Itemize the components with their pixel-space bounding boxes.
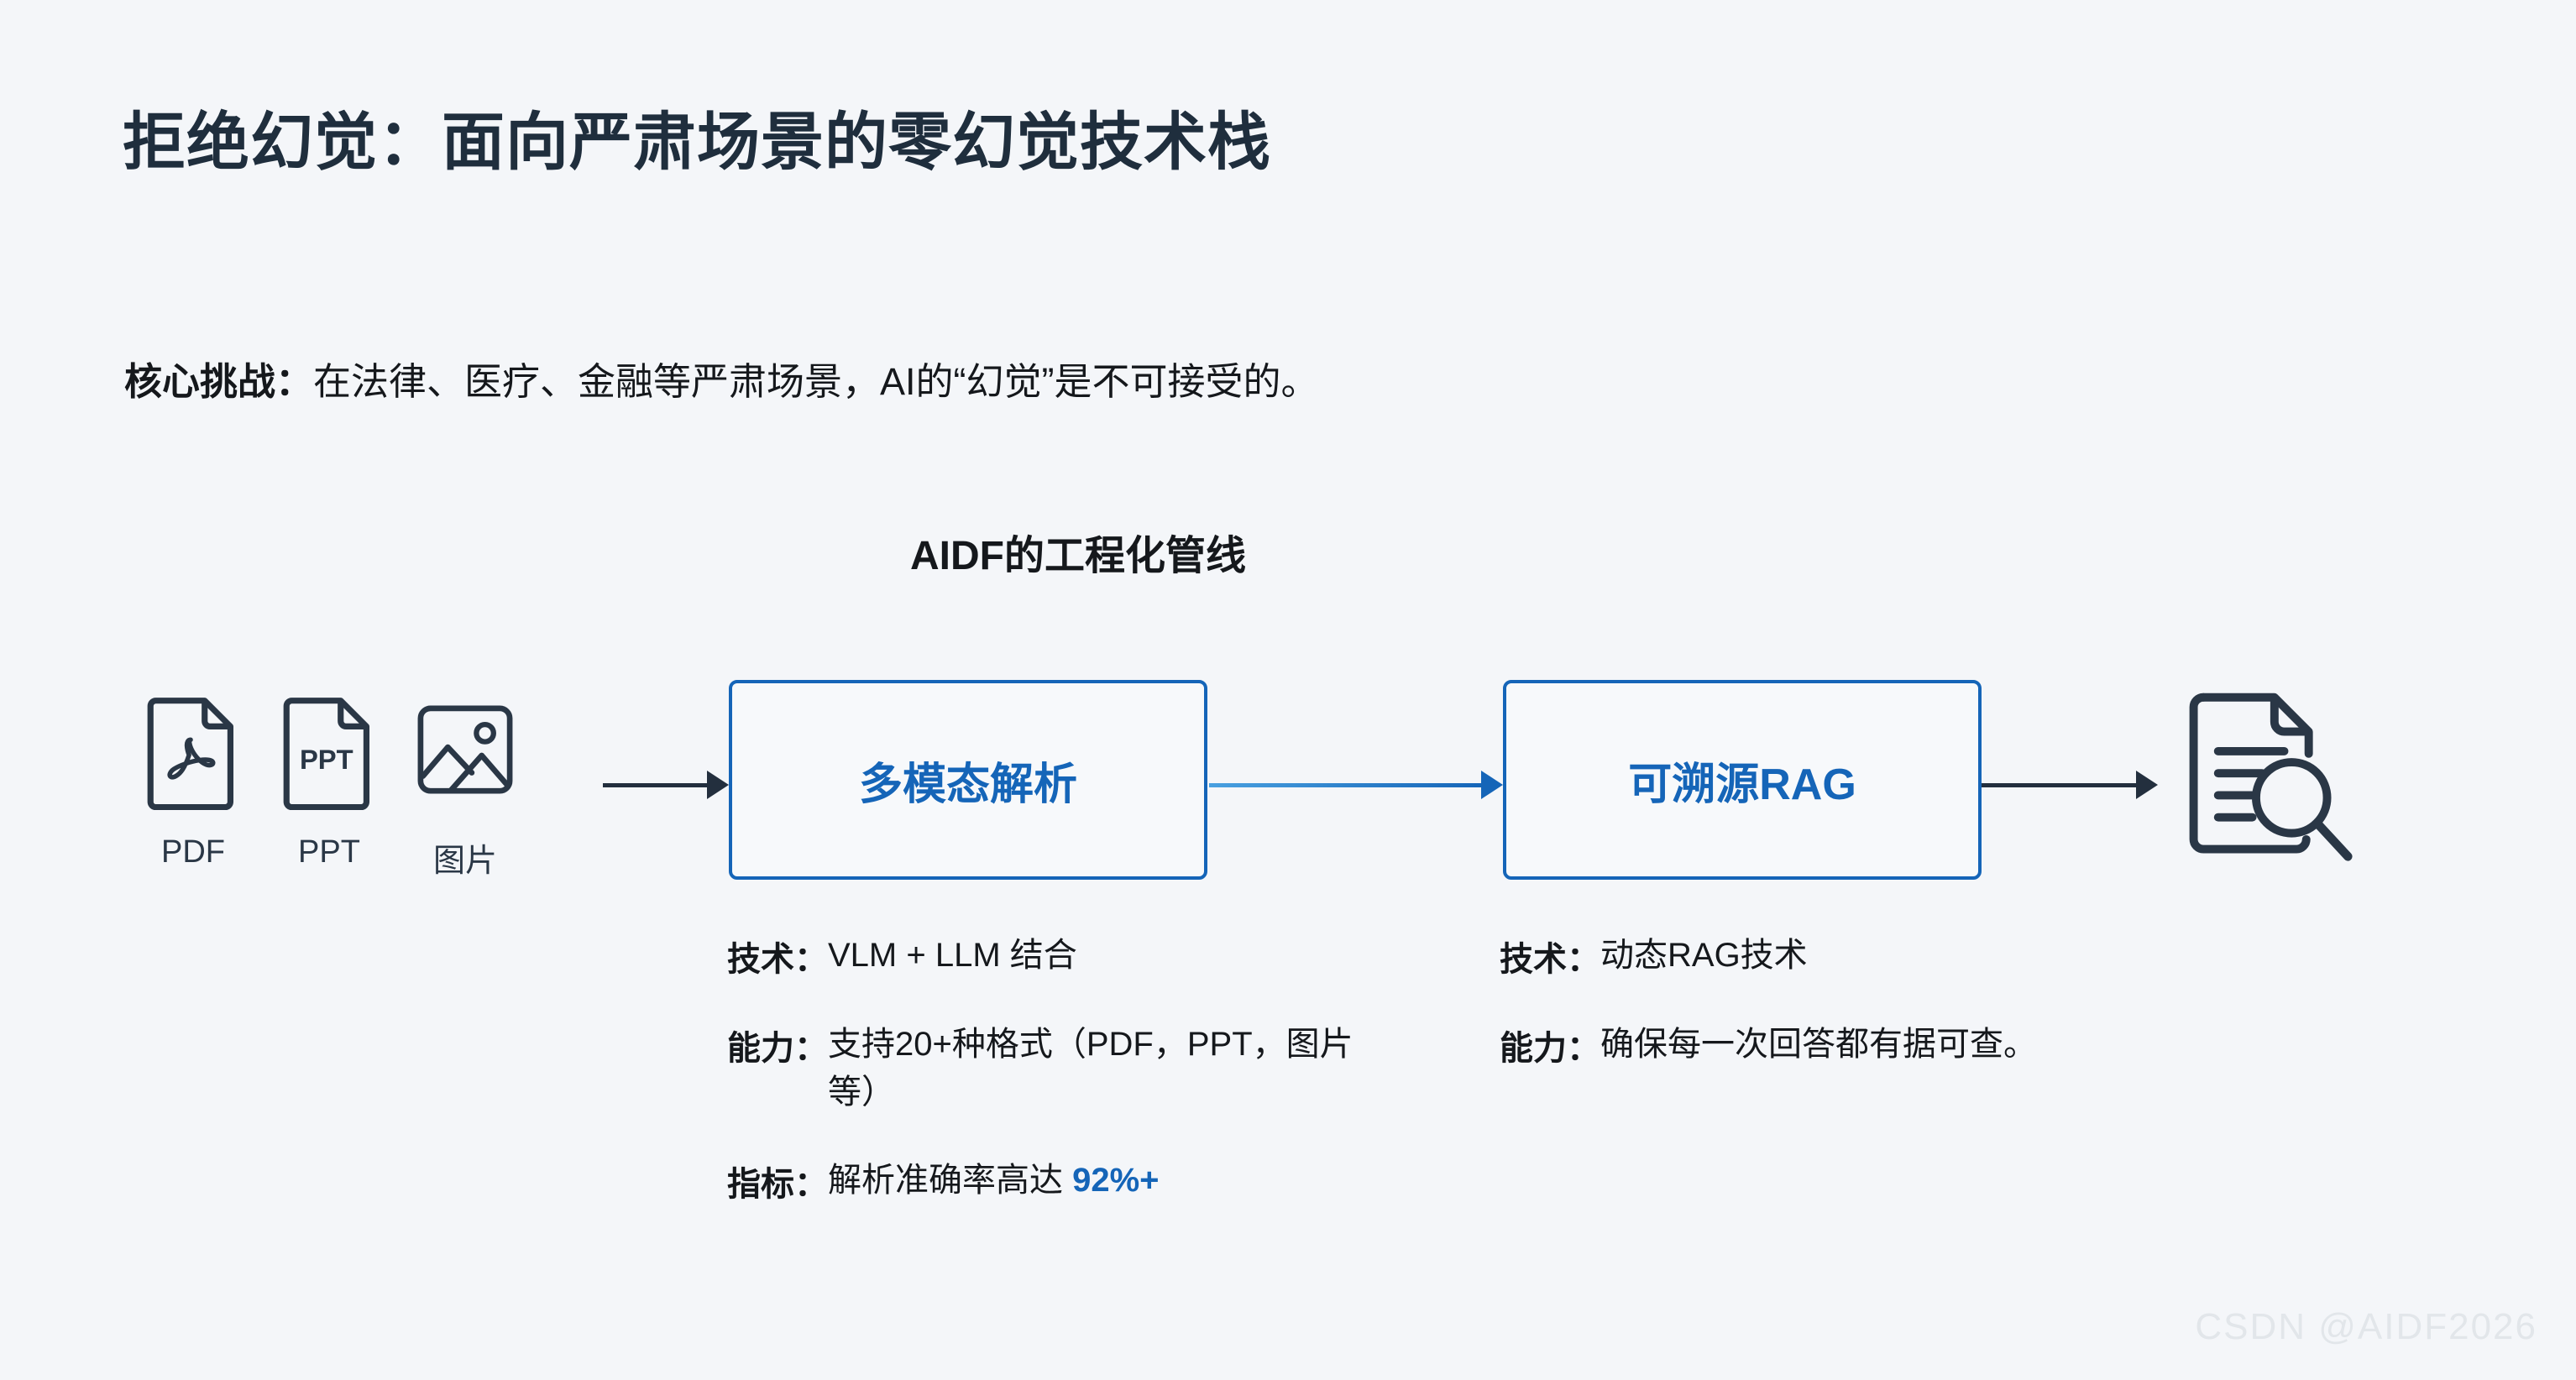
detail-row-tech: 技术： VLM + LLM 结合 — [727, 932, 1382, 980]
detail-key: 技术： — [727, 941, 828, 978]
source-caption-ppt: PPT — [298, 834, 360, 870]
detail-row-tech: 技术： 动态RAG技术 — [1500, 932, 2255, 980]
detail-value: 解析准确率高达 92%+ — [828, 1157, 1382, 1205]
source-item-pdf: PDF — [143, 680, 243, 881]
stage-label: 可溯源RAG — [1628, 760, 1856, 809]
core-challenge-text: 在法律、医疗、金融等严肃场景，AI的“幻觉”是不可接受的。 — [313, 360, 1319, 403]
stage-box-traceable-rag[interactable]: 可溯源RAG — [1503, 680, 1982, 880]
arrow-stage2-to-output — [1977, 760, 2158, 810]
detail-column-multimodal-parsing: 技术： VLM + LLM 结合 能力： 支持20+种格式（PDF，PPT，图片… — [727, 932, 1382, 1205]
detail-value: 支持20+种格式（PDF，PPT，图片等） — [828, 1026, 1353, 1111]
detail-value-highlight: 92%+ — [1072, 1161, 1160, 1199]
ppt-file-icon: PPT — [283, 680, 375, 823]
source-caption-image: 图片 — [432, 844, 497, 879]
detail-row-indicator: 指标： 解析准确率高达 92%+ — [727, 1157, 1382, 1205]
detail-key: 能力： — [1500, 1030, 1600, 1067]
detail-row-capability: 能力： 支持20+种格式（PDF，PPT，图片等） — [727, 1021, 1382, 1116]
source-item-image: 图片 — [415, 680, 516, 881]
stage-label: 多模态解析 — [858, 760, 1077, 809]
arrow-shaft — [1209, 782, 1483, 787]
pipeline-heading-text: AIDF的工程化管线 — [910, 534, 1246, 578]
source-caption-pdf: PDF — [161, 834, 225, 870]
page-title: 拒绝幻觉：面向严肃场景的零幻觉技术栈 — [123, 107, 1272, 177]
detail-column-traceable-rag: 技术： 动态RAG技术 能力： 确保每一次回答都有据可查。 — [1500, 932, 2255, 1069]
detail-key: 能力： — [727, 1030, 828, 1067]
arrow-shaft — [603, 782, 709, 787]
document-search-icon — [2181, 687, 2358, 874]
core-challenge-label: 核心挑战： — [124, 360, 314, 403]
stage-box-multimodal-parsing[interactable]: 多模态解析 — [729, 680, 1207, 880]
arrow-head — [707, 771, 729, 799]
detail-value: VLM + LLM 结合 — [828, 937, 1077, 974]
detail-key: 指标： — [727, 1165, 828, 1203]
pdf-file-icon — [147, 680, 239, 823]
core-challenge-line: 核心挑战：在法律、医疗、金融等严肃场景，AI的“幻觉”是不可接受的。 — [124, 351, 1319, 405]
arrow-sources-to-stage1 — [603, 760, 729, 810]
arrow-shaft — [1977, 782, 2138, 787]
pipeline-heading: AIDF的工程化管线 — [0, 522, 2576, 581]
detail-value: 确保每一次回答都有据可查。 — [1600, 1026, 2037, 1063]
detail-key: 技术： — [1500, 941, 1600, 978]
arrow-head — [2136, 771, 2158, 799]
watermark: CSDN @AIDF2026 — [2195, 1306, 2537, 1347]
source-item-ppt: PPT PPT — [279, 680, 380, 881]
image-file-icon — [416, 680, 515, 823]
arrow-head — [1481, 771, 1503, 799]
detail-row-capability: 能力： 确保每一次回答都有据可查。 — [1500, 1021, 2255, 1069]
source-formats-group: PDF PPT PPT 图片 — [143, 680, 516, 881]
svg-text:PPT: PPT — [300, 744, 353, 775]
detail-value-prefix: 解析准确率高达 — [828, 1161, 1073, 1199]
arrow-stage1-to-stage2 — [1209, 760, 1503, 810]
detail-value: 动态RAG技术 — [1600, 937, 1808, 974]
